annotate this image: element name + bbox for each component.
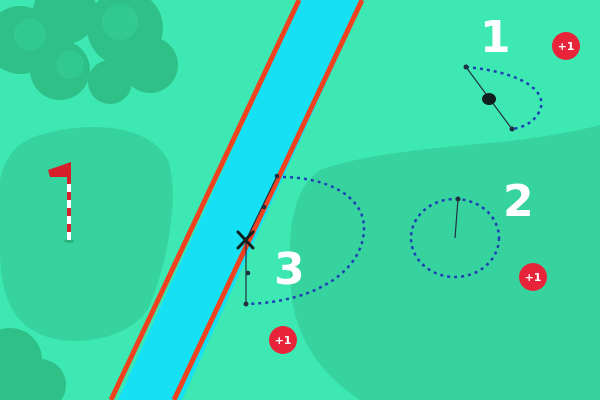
scenario-2-number: 2: [503, 176, 534, 227]
scenario-2-line: [454, 198, 459, 239]
cross-icon: [236, 230, 255, 250]
scenario-1-end-point: [509, 126, 515, 132]
penalty-badge-2-label: +1: [525, 271, 542, 284]
penalty-badge-1: +1: [552, 32, 580, 60]
scenario-3-dotted-arc: [245, 175, 366, 306]
flag-icon: [48, 162, 74, 243]
scenario-2-dotted-circle: [409, 197, 501, 279]
scenario-1-dotted-arc: [465, 65, 543, 131]
water-edge-left: [108, 0, 302, 400]
tree-cluster-bottom: [0, 328, 66, 400]
water-edge-right: [171, 0, 365, 400]
penalty-badge-3: +1: [269, 326, 297, 354]
water-hazard: [118, 0, 364, 400]
scenario-3-line-upper: [245, 175, 278, 241]
penalty-badge-1-label: +1: [558, 40, 575, 53]
tree-highlights: [14, 4, 138, 79]
scenario-3-point-d: [243, 301, 249, 307]
rough-patch-right: [289, 125, 600, 400]
scenario-3-point-a: [274, 173, 280, 179]
scenario-3-point-b: [261, 204, 267, 210]
penalty-badge-2: +1: [519, 263, 547, 291]
scenario-1-start-point: [463, 64, 469, 70]
scenario-2: 2: [409, 176, 534, 279]
penalty-badge-3-label: +1: [275, 334, 292, 347]
scenario-3-point-c: [245, 270, 251, 276]
scenario-2-point: [455, 196, 461, 202]
scenario-3: 3: [236, 173, 366, 307]
scenario-1-number: 1: [480, 12, 511, 63]
scenario-1: 1: [463, 12, 543, 132]
ball-icon: [482, 93, 496, 105]
rough-patch-left: [0, 127, 173, 341]
scenario-3-number: 3: [274, 244, 305, 295]
